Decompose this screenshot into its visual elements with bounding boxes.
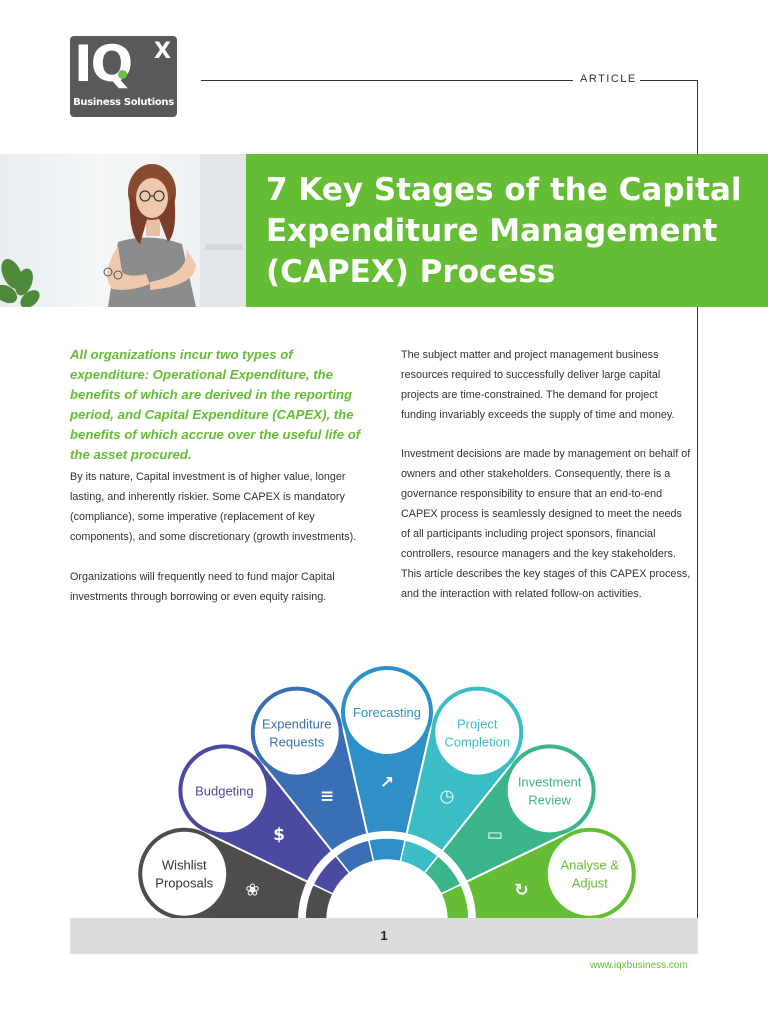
logo-superscript: X [154,39,171,64]
footer-website-link[interactable]: www.iqxbusiness.com [590,960,688,971]
lightbulb-icon: ❀ [245,880,259,900]
title-banner: 7 Key Stages of the Capital Expenditure … [246,154,768,307]
money-bag-icon: $ [273,825,285,845]
logo-subtitle: Business Solutions [73,97,174,108]
hero-photo [0,154,246,307]
refresh-icon: ↻ [514,880,528,900]
stage-label: Review [528,792,571,807]
stage-circle [503,744,596,837]
page-title: 7 Key Stages of the Capital Expenditure … [266,172,742,290]
header-rule-left [201,80,573,81]
frame-rule-vertical [697,80,698,918]
body-paragraph-left-2: Organizations will frequently need to fu… [70,571,335,603]
logo-wordmark: IQ [74,35,133,93]
stage-label: Completion [444,735,510,750]
document-icon: ≡ [320,787,334,807]
stage-label: Analyse & [561,858,620,873]
stage-circle [138,827,231,920]
body-paragraph-right-2: Investment decisions are made by managem… [401,448,691,600]
company-logo: IQ X Business Solutions [70,35,177,117]
stage-label: Project [457,717,498,732]
stage-label: Requests [269,735,324,750]
body-paragraph-right-1: The subject matter and project managemen… [401,349,675,421]
stage-label: Adjust [572,876,609,891]
stage-inner-wedge [367,837,407,863]
footer-bar: 1 [70,918,698,954]
credit-card-icon: ▭ [487,825,503,845]
stage-label: Wishlist [162,858,207,873]
intro-paragraph: All organizations incur two types of exp… [70,347,361,462]
stage-circle [543,827,636,920]
stage-label: Forecasting [353,705,421,720]
stage-circle [341,666,433,758]
body-paragraph-left-1: By its nature, Capital investment is of … [70,471,357,543]
section-label: ARTICLE [580,73,637,85]
logo-accent-dot [118,70,127,79]
stage-label: Expenditure [262,717,331,732]
stage-circle [431,686,524,779]
hub-ring [298,831,476,921]
clock-icon: ◷ [439,787,454,807]
stage-circle [250,686,343,779]
header-rule-right [640,80,697,81]
page-number: 1 [380,928,388,943]
stage-label: Investment [518,774,582,789]
stage-label: Budgeting [195,783,254,798]
chart-easel-icon: ↗ [380,773,394,793]
stage-label: Proposals [155,876,213,891]
stage-circle [178,744,271,837]
woman-photo-illustration [0,154,246,307]
